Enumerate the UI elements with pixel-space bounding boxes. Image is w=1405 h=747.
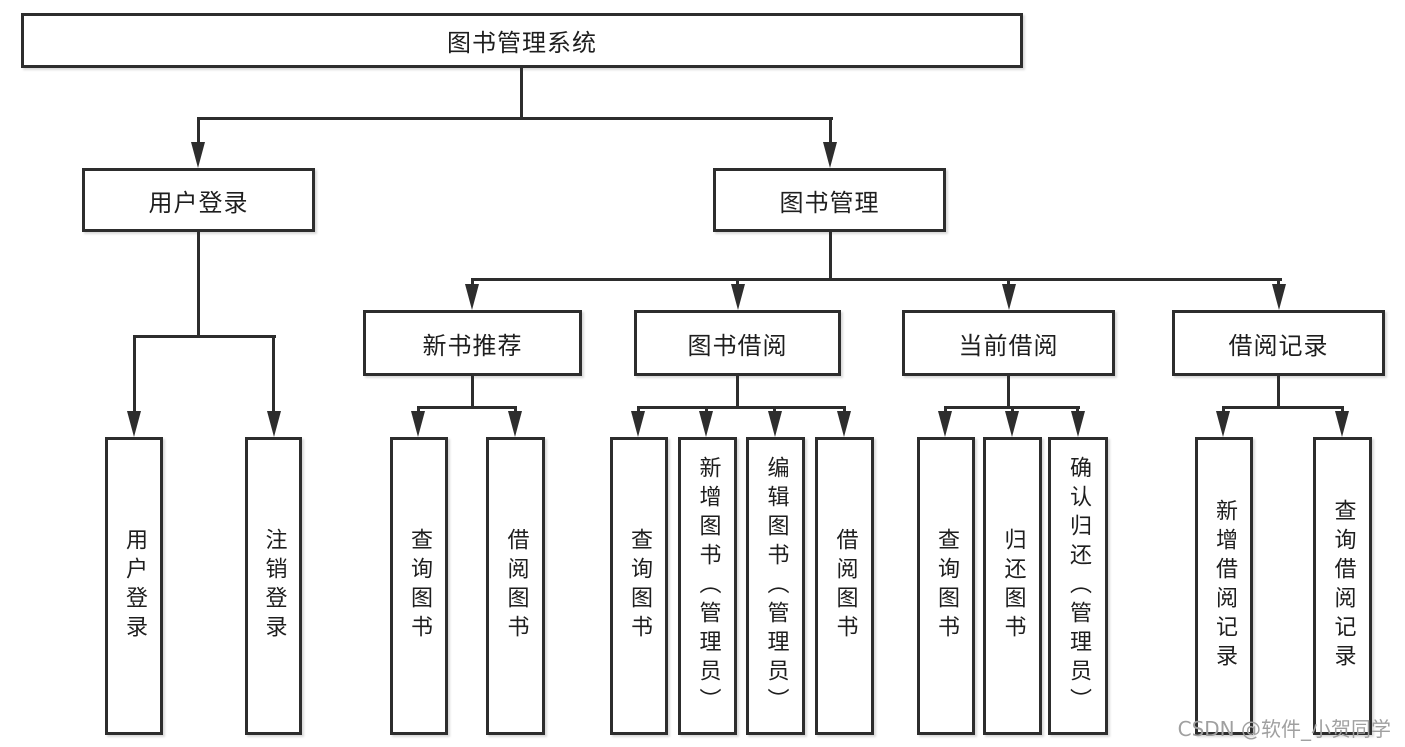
arrowhead-down-icon: [938, 411, 952, 437]
arrowhead-down-icon: [631, 411, 645, 437]
connector-line: [705, 406, 708, 413]
node-book-management: 图书管理: [713, 168, 946, 232]
node-library-management-system: 图书管理系统: [21, 13, 1023, 68]
connector-line: [520, 68, 523, 120]
leaf-query-books-3: 查询图书: [917, 437, 975, 735]
arrowhead-down-icon: [127, 411, 141, 437]
connector-line: [272, 335, 275, 413]
arrowhead-down-icon: [699, 411, 713, 437]
connector-line: [1341, 406, 1344, 413]
leaf-query-books-2: 查询图书: [610, 437, 668, 735]
arrowhead-down-icon: [1002, 284, 1016, 310]
arrowhead-down-icon: [768, 411, 782, 437]
arrowhead-down-icon: [465, 284, 479, 310]
arrowhead-down-icon: [1071, 411, 1085, 437]
connector-line: [1011, 406, 1014, 413]
connector-line: [944, 406, 947, 413]
arrowhead-down-icon: [411, 411, 425, 437]
connector-line: [843, 406, 846, 413]
connector-line: [471, 376, 474, 409]
connector-line: [514, 406, 517, 413]
leaf-edit-books-admin: 编辑图书（管理员）: [746, 437, 805, 735]
node-borrow-records: 借阅记录: [1172, 310, 1385, 376]
connector-line: [1007, 376, 1010, 409]
leaf-add-borrow-record: 新增借阅记录: [1195, 437, 1253, 735]
connector-line: [1222, 406, 1344, 409]
leaf-add-books-admin: 新增图书（管理员）: [678, 437, 737, 735]
connector-line: [773, 406, 776, 413]
connector-line: [637, 406, 846, 409]
node-current-borrow: 当前借阅: [902, 310, 1115, 376]
connector-line: [829, 117, 832, 144]
connector-line: [1222, 406, 1225, 413]
arrowhead-down-icon: [267, 411, 281, 437]
connector-line: [736, 278, 739, 287]
connector-line: [197, 232, 200, 338]
leaf-logout: 注销登录: [245, 437, 302, 735]
node-user-login: 用户登录: [82, 168, 315, 232]
arrowhead-down-icon: [1335, 411, 1349, 437]
connector-line: [197, 117, 833, 120]
arrowhead-down-icon: [731, 284, 745, 310]
arrowhead-down-icon: [823, 142, 837, 168]
leaf-return-books: 归还图书: [983, 437, 1042, 735]
leaf-confirm-return-admin: 确认归还（管理员）: [1048, 437, 1108, 735]
arrowhead-down-icon: [191, 142, 205, 168]
leaf-borrow-books-2: 借阅图书: [815, 437, 874, 735]
connector-line: [471, 278, 1282, 281]
connector-line: [1076, 406, 1079, 413]
leaf-user-login: 用户登录: [105, 437, 163, 735]
connector-line: [1277, 376, 1280, 409]
connector-line: [637, 406, 640, 413]
node-new-book-recommend: 新书推荐: [363, 310, 582, 376]
arrowhead-down-icon: [837, 411, 851, 437]
connector-line: [133, 335, 276, 338]
node-book-borrow: 图书借阅: [634, 310, 841, 376]
arrowhead-down-icon: [1216, 411, 1230, 437]
arrowhead-down-icon: [1272, 284, 1286, 310]
connector-line: [1007, 278, 1010, 287]
arrowhead-down-icon: [1005, 411, 1019, 437]
leaf-query-borrow-record: 查询借阅记录: [1313, 437, 1372, 735]
watermark-text: CSDN @软件_小贺同学: [1177, 717, 1391, 741]
connector-line: [133, 335, 136, 413]
arrowhead-down-icon: [508, 411, 522, 437]
connector-line: [417, 406, 420, 413]
connector-line: [197, 117, 200, 144]
connector-line: [736, 376, 739, 409]
connector-line: [471, 278, 474, 287]
leaf-borrow-books-1: 借阅图书: [486, 437, 545, 735]
connector-line: [1277, 278, 1280, 287]
connector-line: [417, 406, 517, 409]
leaf-query-books-1: 查询图书: [390, 437, 448, 735]
connector-line: [829, 232, 832, 281]
